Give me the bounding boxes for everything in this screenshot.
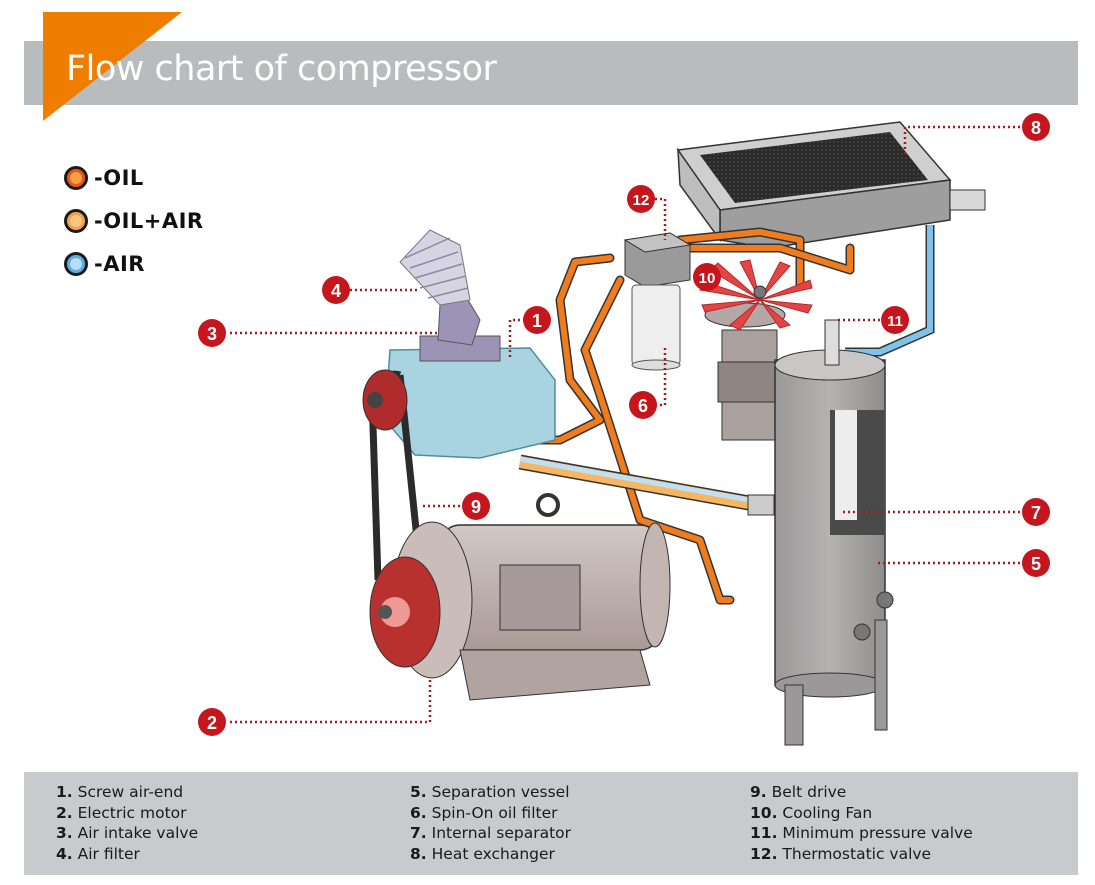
part-item: 9. Belt drive [750,783,847,801]
parts-column-3: 9. Belt drive 10. Cooling Fan 11. Minimu… [750,782,973,864]
svg-text:8: 8 [1031,118,1041,138]
part-item: 2. Electric motor [56,803,187,822]
page-title: Flow chart of compressor [66,49,497,89]
part-item: 10. Cooling Fan [750,803,873,822]
legend-label: -OIL+AIR [94,208,204,233]
part-item: 5. Separation vessel [410,783,570,801]
callout-12: 12 [627,185,655,213]
svg-text:12: 12 [633,192,650,209]
upper-pulley [362,369,408,431]
part-item: 3. Air intake valve [56,824,199,842]
heat-exchanger [676,121,986,249]
oil-swatch-icon [64,165,88,190]
part-item: 4. Air filter [56,844,140,863]
parts-column-2: 5. Separation vessel 6. Spin-On oil filt… [410,782,571,864]
callout-4: 4 [322,276,350,304]
svg-text:3: 3 [207,324,217,344]
part-item: 12. Thermostatic valve [750,844,932,863]
callout-9: 9 [462,492,490,520]
part-item: 7. Internal separator [410,824,572,842]
callout-5: 5 [1022,549,1050,577]
air-filter [399,229,471,306]
oil-air-swatch-icon [64,208,88,233]
svg-text:2: 2 [207,713,217,733]
screw-air-end [384,335,556,459]
svg-text:10: 10 [699,270,716,287]
svg-text:5: 5 [1031,554,1041,574]
svg-text:1: 1 [532,311,542,331]
svg-text:9: 9 [471,497,481,517]
leader-lines [230,125,1020,724]
svg-text:4: 4 [331,281,341,301]
svg-text:11: 11 [887,313,903,330]
callout-7: 7 [1022,498,1050,526]
callout-2: 2 [198,708,226,736]
fan-motor [704,302,786,441]
parts-legend: 1. Screw air-end 2. Electric motor 3. Ai… [24,772,1078,875]
part-item: 11. Minimum pressure valve [750,824,973,842]
callout-10: 10 [693,263,721,291]
callout-6: 6 [629,391,657,419]
callout-3: 3 [198,319,226,347]
air-intake-valve [437,294,481,346]
callout-1: 1 [523,306,551,334]
title-band [24,41,1078,105]
svg-text:7: 7 [1031,503,1041,523]
legend-item-oil: -OIL [64,156,204,199]
parts-column-1: 1. Screw air-end 2. Electric motor 3. Ai… [56,782,198,864]
air-pipe [845,225,935,357]
part-item: 6. Spin-On oil filter [410,803,558,822]
callout-8: 8 [1022,113,1050,141]
svg-text:6: 6 [638,396,648,416]
legend-label: -OIL [94,165,144,190]
legend-item-air: -AIR [64,242,204,285]
oil-air-pipe [518,454,775,516]
legend: -OIL -OIL+AIR -AIR [64,156,204,285]
callout-11: 11 [881,306,909,334]
separation-vessel [774,319,894,746]
part-item: 1. Screw air-end [56,783,184,801]
legend-item-oil-air: -OIL+AIR [64,199,204,242]
thermostatic-valve [623,232,692,288]
oil-filter [631,284,681,371]
oil-pipes [505,227,855,605]
electric-motor [369,493,671,701]
air-swatch-icon [64,251,88,276]
part-item: 8. Heat exchanger [410,844,555,863]
legend-label: -AIR [94,251,145,276]
